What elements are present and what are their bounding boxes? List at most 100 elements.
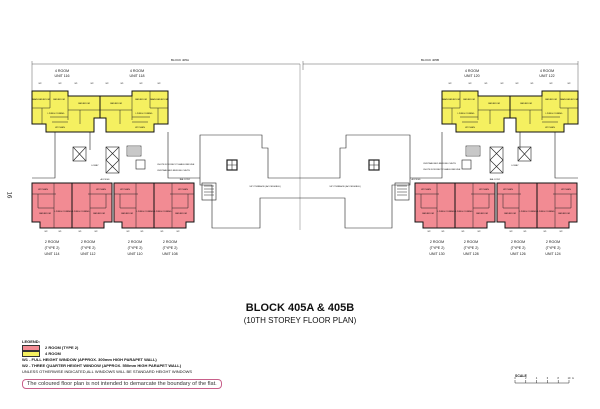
partition-walls [553, 183, 577, 228]
unit-type-label: 2 ROOM [430, 240, 444, 244]
legend-swatch [22, 351, 40, 357]
unit-type-label: 2 ROOM [511, 240, 525, 244]
room-label: MAIN BEDROOM [150, 98, 168, 101]
window-marker: W2 [478, 231, 482, 233]
unit-number-label: UNIT 124 [545, 252, 560, 256]
unit-sub-label: (TYPE 2) [163, 246, 178, 250]
unit-sub-label: (TYPE 2) [464, 246, 479, 250]
block-label: BLOCK 405B [421, 58, 439, 62]
unit-number-label: UNIT 108 [162, 252, 177, 256]
room-label: KITCHEN [38, 189, 48, 191]
window-marker: W2 [91, 83, 95, 85]
window-marker: W1 [121, 83, 125, 85]
window-marker: W2 [449, 83, 453, 85]
room-label: KITCHEN [545, 127, 555, 129]
unit-type-label: 4 ROOM [465, 69, 479, 73]
unit-number-label: UNIT 114 [44, 252, 59, 256]
legend-w1: W1 - FULL HEIGHT WINDOW (APPROX. 300mm H… [22, 357, 157, 362]
unit-number-label: UNIT 130 [429, 252, 444, 256]
window-marker: W1 [485, 83, 489, 85]
legend-item-4room: 4 ROOM [22, 351, 192, 357]
scale-tick-label: 4 [536, 377, 538, 380]
room-label: LIVING / DINING [458, 113, 475, 115]
flat-outline [99, 90, 169, 133]
room-label: BEDROOM [78, 103, 89, 105]
unit-type-label: 2 ROOM [464, 240, 478, 244]
balcony-label: BALCONY [490, 178, 501, 181]
unit-sub-label: (TYPE 2) [128, 246, 143, 250]
room-label: BEDROOM [545, 99, 556, 101]
window-marker: W1 [531, 83, 535, 85]
common-core [32, 64, 578, 230]
room-label: BEDROOM [53, 99, 64, 101]
unit-type-label: 2 ROOM [81, 240, 95, 244]
window-marker: W1 [141, 231, 145, 233]
room-label: BEDROOM [39, 213, 50, 215]
chute-centralised-label: CENTRALISED REFUSE CHUTE [157, 169, 190, 172]
access-label: ACCESS [412, 178, 422, 181]
room-label: MAIN BEDROOM [32, 98, 50, 101]
room-label: KITCHEN [135, 127, 145, 129]
two-room-flat: KITCHEN BEDROOM LIVING / DINING [31, 182, 73, 229]
window-marker: W2 [59, 83, 63, 85]
scale-bar [514, 380, 570, 384]
scale-tick-label: 2 [525, 377, 527, 380]
room-label: BEDROOM [135, 99, 146, 101]
unit-type-label: 2 ROOM [546, 240, 560, 244]
window-marker: W1 [79, 231, 83, 233]
legend: LEGEND: 2 ROOM (TYPE 2) 4 ROOM W1 - FULL… [22, 339, 192, 375]
room-label: LIVING / DINING [456, 211, 473, 213]
window-marker: W2 [106, 83, 110, 85]
window-marker: W2 [158, 83, 162, 85]
window-marker: W2 [568, 83, 572, 85]
flat-outline [509, 90, 579, 133]
legend-w2: W2 - THREE QUARTER HEIGHT WINDOW (APPROX… [22, 363, 182, 368]
flat-outline [441, 90, 511, 133]
room-label: KITCHEN [96, 189, 106, 191]
scale-tick-label: 10 [568, 377, 571, 380]
page-number: 16 [5, 191, 12, 199]
window-marker: W2 [45, 231, 49, 233]
chute-recyclable-label: CHUTE FOR RECYCLABLE REFUSE [423, 168, 461, 171]
window-marker: W2 [140, 83, 144, 85]
legend-label: 2 ROOM (TYPE 2) [45, 345, 79, 351]
room-label: KITCHEN [120, 189, 130, 191]
page-subtitle: (10TH STOREY FLOOR PLAN) [243, 316, 357, 325]
scale-tick-label: 0 [514, 377, 516, 380]
window-marker: W1 [524, 231, 528, 233]
room-label: LIVING / DINING [546, 113, 563, 115]
unit-sub-label: (TYPE 2) [45, 246, 60, 250]
unit-number-label: UNIT 118 [129, 74, 144, 78]
unit-number-label: UNIT 116 [54, 74, 69, 78]
window-marker: W2 [95, 231, 99, 233]
access-label: ACCESS [101, 178, 111, 181]
unit-number-label: UNIT 112 [80, 252, 95, 256]
window-marker: W2 [428, 231, 432, 233]
sky-terrace-label: SKY TERRACE (ACCESSIBLE) [329, 185, 360, 188]
unit-type-label: 2 ROOM [128, 240, 142, 244]
unit-number-label: UNIT 126 [510, 252, 525, 256]
room-label: BEDROOM [422, 213, 433, 215]
partition-walls [88, 183, 112, 228]
sky-terrace-label: SKY TERRACE (ACCESSIBLE) [249, 185, 280, 188]
scale-tick-label: 8 [558, 377, 560, 380]
scale-tick-label: 6 [547, 377, 549, 380]
partition-walls [510, 91, 578, 124]
unit-number-label: UNIT 110 [127, 252, 142, 256]
window-marker: W1 [59, 231, 63, 233]
room-label: BEDROOM [93, 213, 104, 215]
room-label: LIVING / DINING [155, 211, 172, 213]
unit-sub-label: (TYPE 2) [81, 246, 96, 250]
window-marker: W2 [39, 83, 43, 85]
chute-centralised-label: CENTRALISED REFUSE CHUTE [423, 162, 456, 165]
room-label: LIVING / DINING [55, 211, 72, 213]
partition-walls [471, 183, 495, 228]
room-label: BEDROOM [558, 213, 569, 215]
